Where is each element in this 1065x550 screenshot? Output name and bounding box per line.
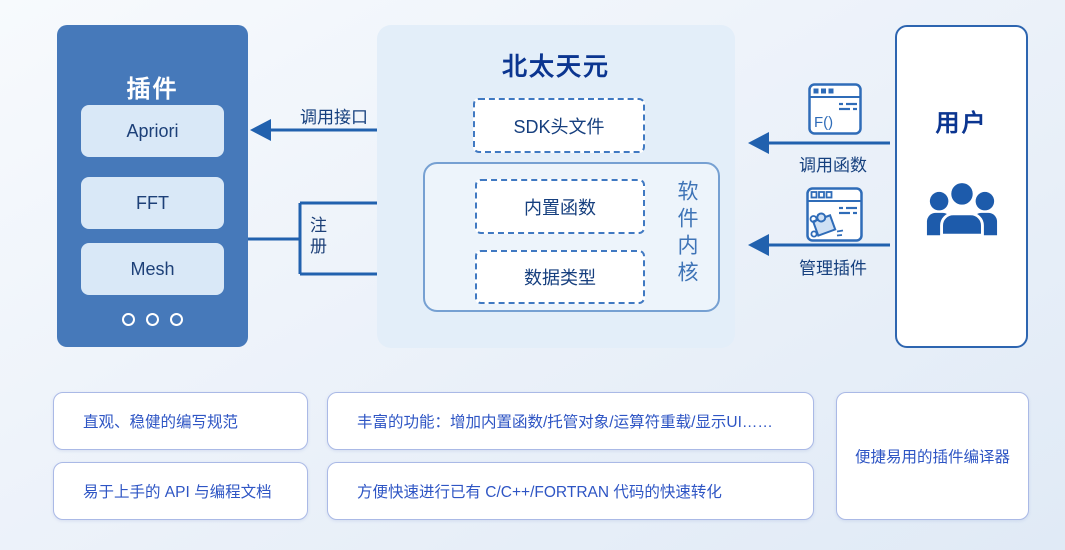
manage-plugins-label: 管理插件 bbox=[799, 259, 867, 278]
puzzle-piece-icon bbox=[811, 212, 837, 237]
call-interface-label: 调用接口 bbox=[300, 108, 368, 127]
feature-writing-spec: 直观、稳健的编写规范 bbox=[53, 392, 308, 450]
function-window-text: F() bbox=[814, 114, 833, 131]
software-kernel-container: 内置函数 数据类型 软件内核 bbox=[423, 162, 720, 312]
register-label: 注册 bbox=[307, 216, 326, 258]
manage-plugins-arrowhead bbox=[748, 234, 769, 256]
feature-code-conversion: 方便快速进行已有 C/C++/FORTRAN 代码的快速转化 bbox=[327, 462, 814, 520]
user-panel: 用户 bbox=[895, 25, 1028, 348]
users-group-icon bbox=[897, 180, 1026, 236]
plugin-item-fft: FFT bbox=[81, 177, 224, 229]
feature-plugin-compiler: 便捷易用的插件编译器 bbox=[836, 392, 1029, 520]
call-interface-arrowhead bbox=[250, 119, 271, 141]
plugin-item-apriori: Apriori bbox=[81, 105, 224, 157]
user-panel-title: 用户 bbox=[935, 110, 988, 137]
function-window-icon: F() bbox=[808, 83, 862, 135]
core-panel: 北太天元 SDK头文件 内置函数 数据类型 软件内核 bbox=[377, 25, 735, 348]
plugin-item-mesh: Mesh bbox=[81, 243, 224, 295]
core-panel-title: 北太天元 bbox=[501, 53, 610, 81]
call-function-arrowhead bbox=[748, 132, 769, 154]
software-kernel-label: 软件内核 bbox=[675, 180, 698, 288]
plugin-panel-title: 插件 bbox=[126, 76, 179, 103]
feature-easy-api: 易于上手的 API 与编程文档 bbox=[53, 462, 308, 520]
ellipsis-dots-icon bbox=[57, 313, 248, 326]
plugin-manager-window-icon bbox=[806, 187, 863, 242]
builtin-functions-box: 内置函数 bbox=[475, 179, 645, 234]
feature-rich-functions: 丰富的功能：增加内置函数/托管对象/运算符重载/显示UI…… bbox=[327, 392, 814, 450]
data-types-box: 数据类型 bbox=[475, 250, 645, 304]
sdk-header-box: SDK头文件 bbox=[473, 98, 645, 153]
call-function-label: 调用函数 bbox=[799, 156, 867, 175]
plugin-panel: 插件 Apriori FFT Mesh bbox=[57, 25, 248, 347]
